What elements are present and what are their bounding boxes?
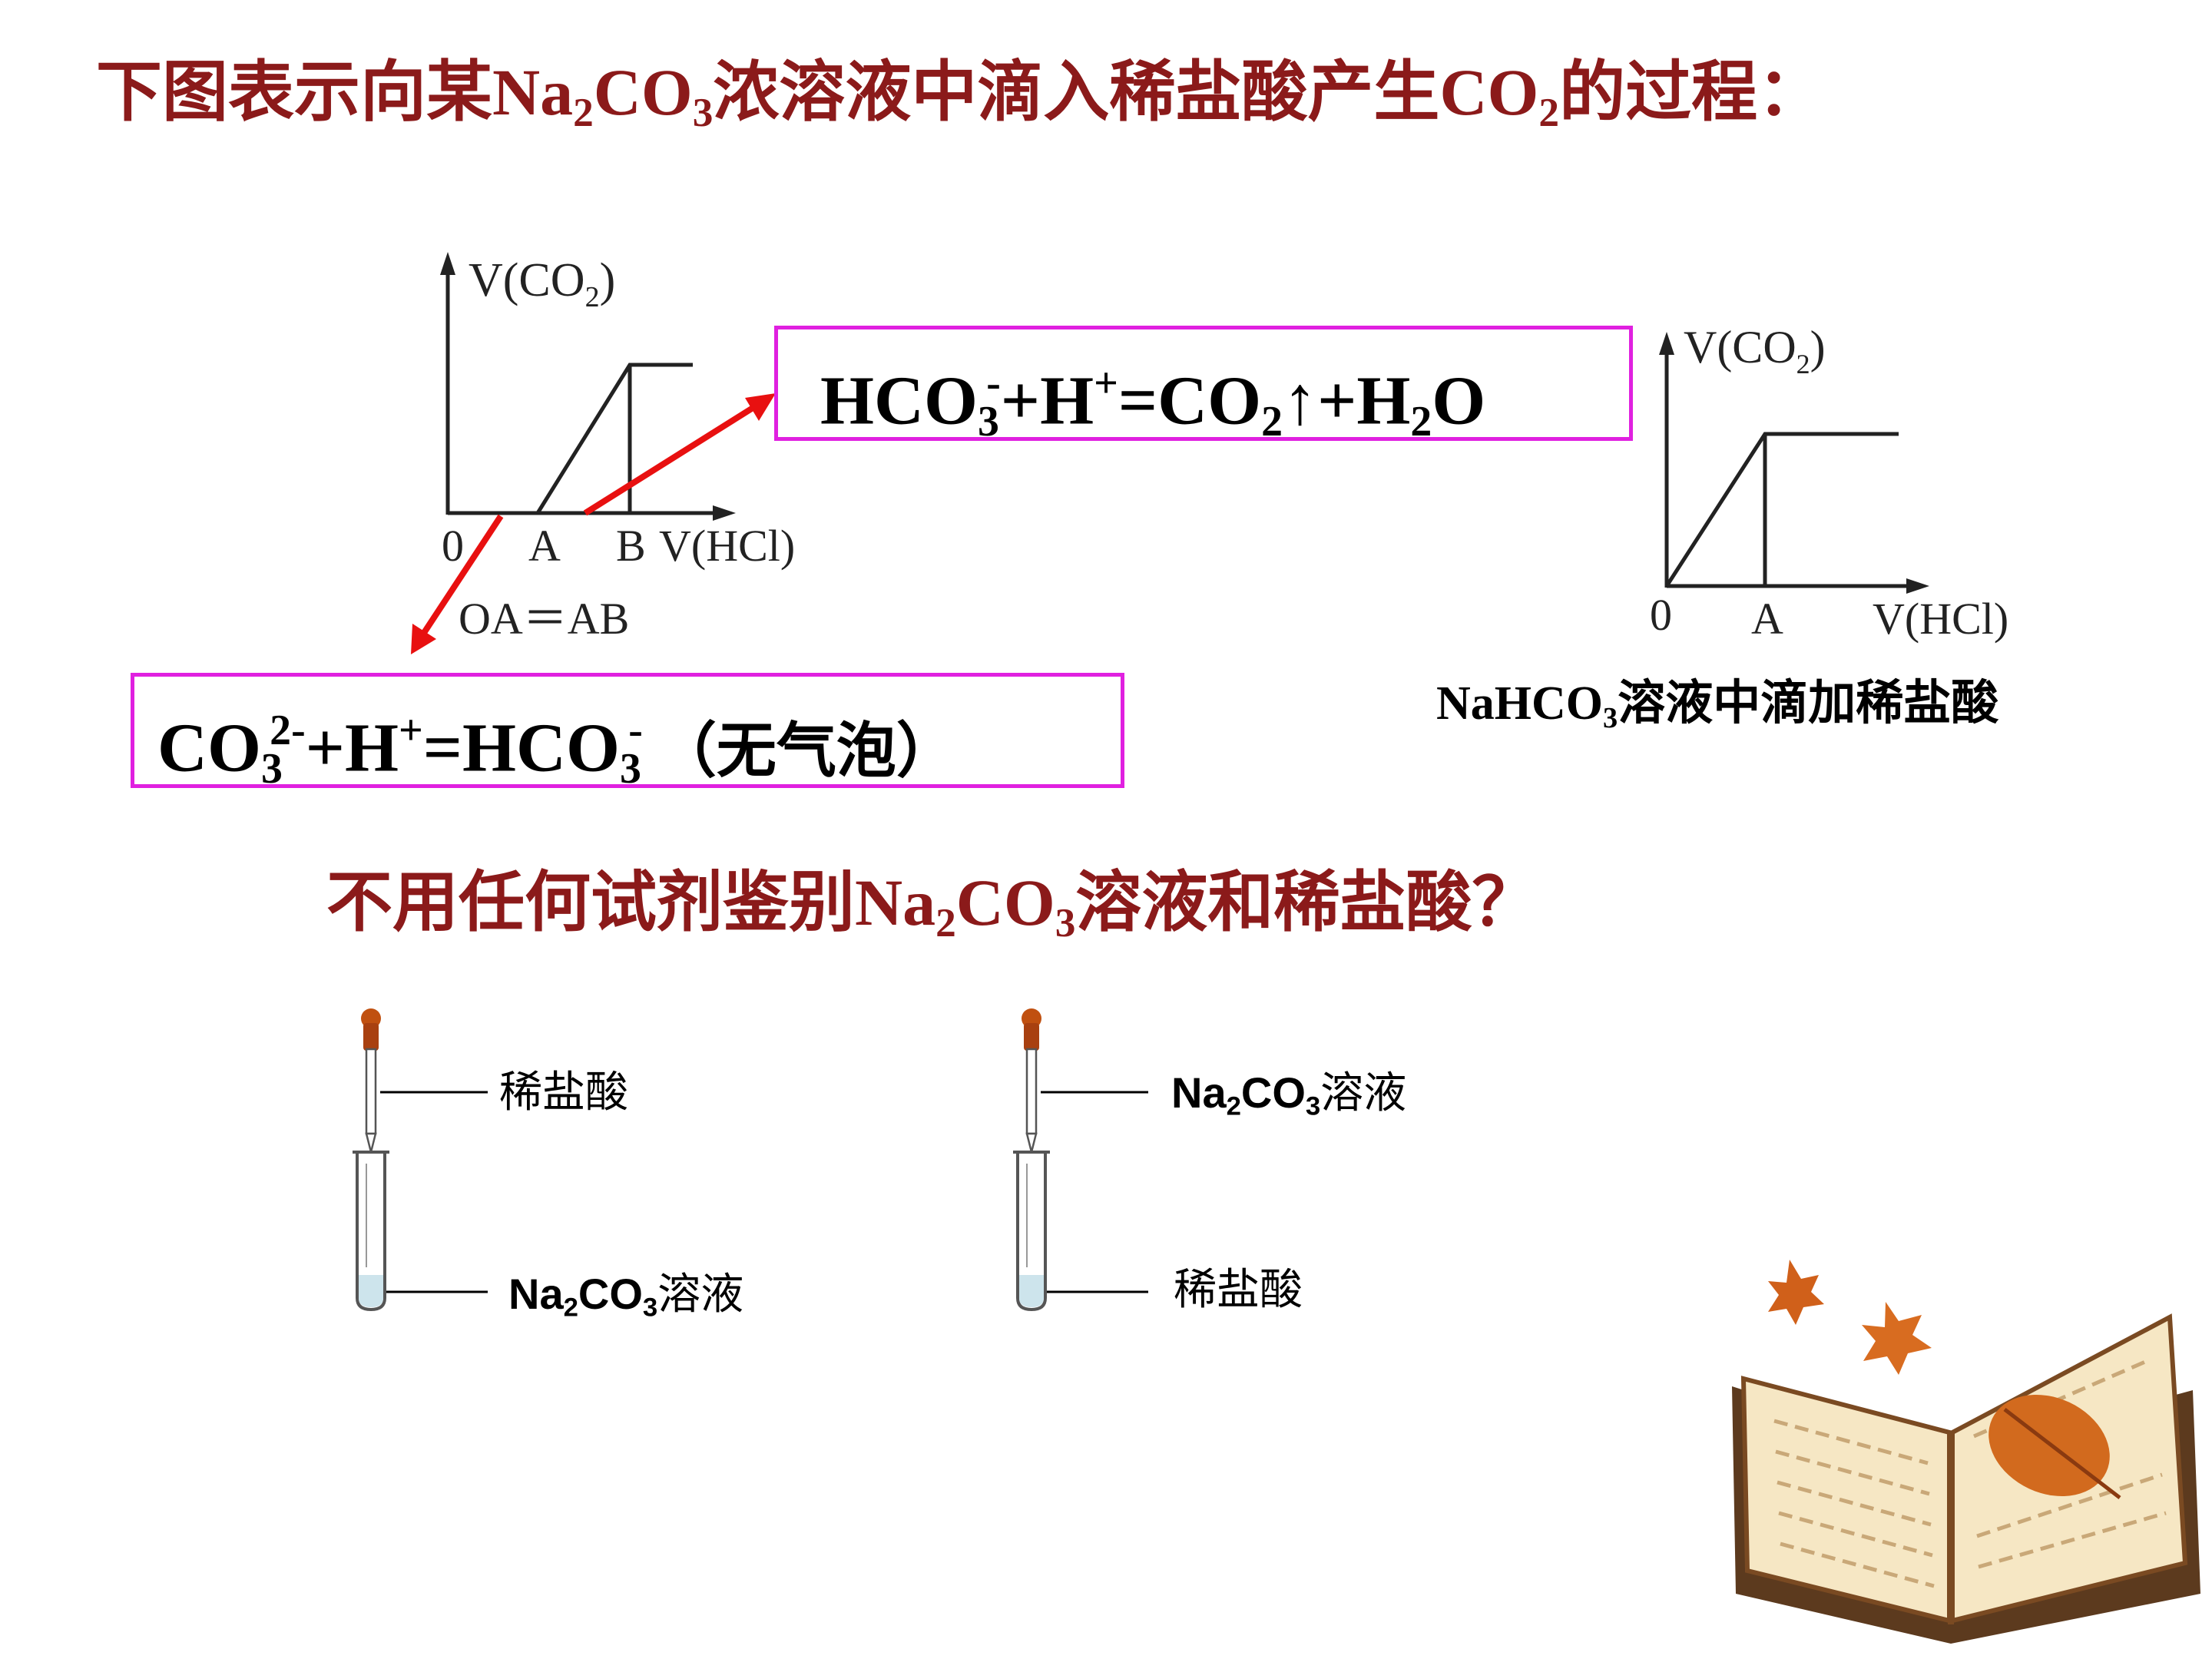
leaf-icon — [1862, 1302, 1932, 1375]
equation-box-bicarbonate: HCO3-+H+=CO2↑+H2O — [774, 326, 1633, 445]
test-tube-icon — [1013, 1151, 1050, 1312]
curve-line — [1664, 432, 1899, 588]
test-tube-icon — [353, 1151, 389, 1312]
dropper-icon — [361, 1008, 381, 1153]
origin-label: 0 — [1650, 590, 1672, 640]
x-axis-label: V(HCl) — [1873, 594, 2008, 644]
dropper-icon — [1022, 1008, 1041, 1153]
arrow-to-bottom-equation — [418, 514, 504, 640]
tick-a-label: A — [1751, 594, 1783, 644]
apparatus-right — [1013, 1008, 1148, 1312]
leaf-icon — [1768, 1260, 1824, 1325]
oa-ab-note: OA＝AB — [459, 594, 629, 644]
leaf-icon — [1988, 1394, 2121, 1499]
question-heading: 不用任何试剂鉴别Na2CO3溶液和稀盐酸？ — [326, 864, 1538, 945]
left-dropper-label: 稀盐酸 — [499, 1068, 628, 1118]
left-tube-label: Na2CO3溶液 — [508, 1270, 744, 1323]
graph-na2co3: V(CO2) 0 A B V(HCl) OA＝AB — [440, 252, 795, 644]
origin-label: 0 — [442, 521, 464, 571]
page-title: 下图表示向某Na2CO3浓溶液中滴入稀盐酸产生CO2的过程： — [96, 54, 1824, 135]
equation-box-carbonate: CO32-+H+=HCO3-（无气泡） — [131, 673, 1124, 793]
tick-b-label: B — [616, 521, 646, 571]
caption-nahco3: NaHCO3溶液中滴加稀盐酸 — [1436, 674, 1999, 734]
y-axis-label: V(CO2) — [469, 254, 615, 313]
apparatus-left — [353, 1008, 488, 1312]
graph-nahco3: V(CO2) 0 A V(HCl) — [1650, 322, 2008, 644]
y-axis-label: V(CO2) — [1684, 322, 1826, 379]
book-icon — [1732, 1260, 2200, 1644]
tick-a-label: A — [528, 521, 561, 571]
right-dropper-label: Na2CO3溶液 — [1171, 1068, 1407, 1121]
arrow-to-top-equation — [583, 402, 759, 516]
x-axis-label: V(HCl) — [659, 521, 795, 571]
right-tube-label: 稀盐酸 — [1174, 1265, 1303, 1315]
